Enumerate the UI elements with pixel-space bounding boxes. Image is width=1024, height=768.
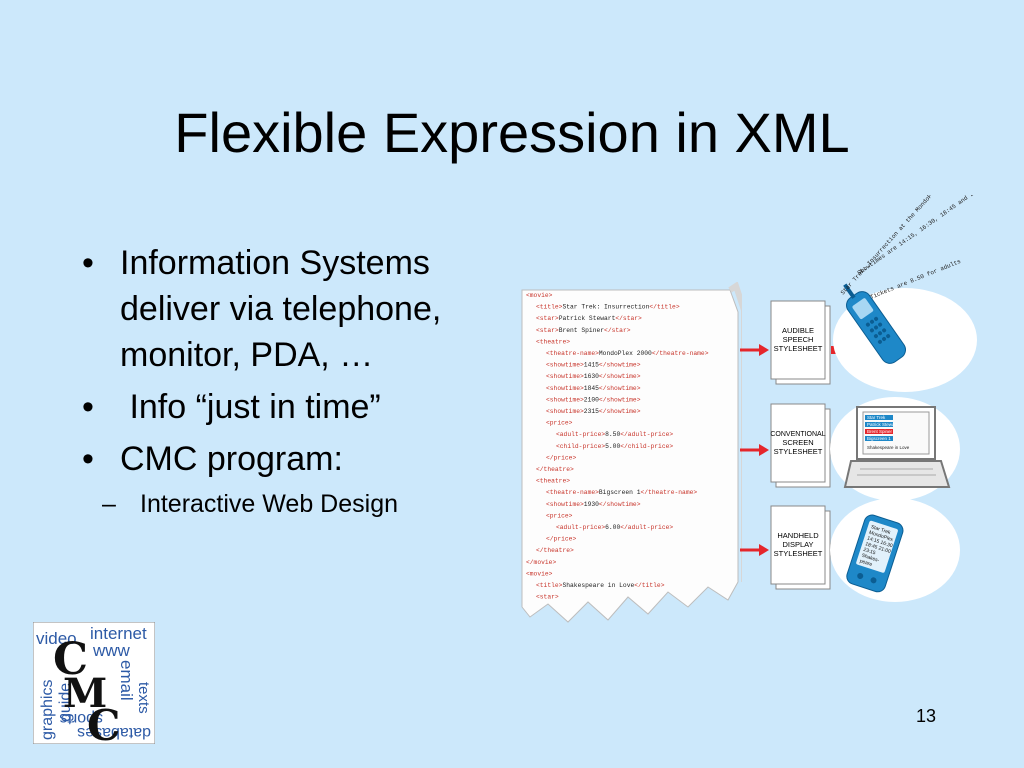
laptop-icon: Star Trek Patrick Stewart Brent Spiner B…: [843, 406, 951, 488]
pda-icon: Star Trek MondoPlex 14:15 16:30 18:45 21…: [846, 514, 904, 593]
xml-line: <theatre-name>MondoPlex 2000</theatre-na…: [546, 350, 709, 357]
stylesheet-label: STYLESHEET: [774, 549, 823, 558]
xml-line: <showtime>2315</showtime>: [546, 408, 641, 415]
logo-word: graphics: [39, 680, 56, 740]
phone-icon: [843, 283, 907, 364]
xml-line: <star>Brent Spiner</star>: [536, 327, 631, 334]
bullet-text: Information Systems deliver via telephon…: [120, 244, 442, 374]
page-number: 13: [916, 706, 937, 726]
arrow-to-handheld: [740, 544, 769, 556]
bullet-text: Info “just in time”: [120, 388, 381, 426]
stylesheet-label: HANDHELD: [777, 531, 819, 540]
document-shadow: [728, 282, 742, 582]
xml-line: <child-price>5.00</child-price>: [556, 443, 673, 450]
pda-screen-text: Shakes-: [861, 553, 881, 564]
bullet-text: CMC program:: [120, 440, 343, 478]
arrow-to-speech: [740, 344, 769, 356]
xml-line: <showtime>1630</showtime>: [546, 373, 641, 380]
stylesheet-label: CONVENTIONAL: [770, 431, 825, 438]
xml-line: </price>: [546, 454, 576, 461]
screen-stylesheet: CONVENTIONAL SCREEN STYLESHEET: [770, 403, 831, 488]
dash-icon: –: [102, 490, 116, 518]
xml-line: <star>: [536, 594, 559, 601]
xml-line: <price>: [546, 420, 573, 427]
phone-signal-text: Star Trek: Insurrection at the MondoPlex…: [839, 195, 987, 301]
sub-bullet-item: – Interactive Web Design: [82, 488, 522, 520]
xml-line: <price>: [546, 512, 573, 519]
xml-line: <movie>: [526, 570, 553, 577]
arrow-to-screen: [740, 444, 769, 456]
stylesheet-label: AUDIBLE: [782, 326, 814, 335]
bullet-list: • Information Systems deliver via teleph…: [82, 240, 522, 520]
pda-screen-text: peare: [859, 558, 873, 568]
bullet-dot-icon: •: [82, 440, 94, 478]
bullet-item: • CMC program:: [82, 436, 522, 482]
laptop-screen-text: Star Trek: [867, 415, 886, 420]
logo-word: video: [36, 629, 77, 648]
xml-line: </theatre>: [536, 466, 574, 473]
bullet-dot-icon: •: [82, 388, 94, 426]
laptop-screen-text: Bigscreen 1: [867, 436, 891, 441]
xml-line: <showtime>2100</showtime>: [546, 396, 641, 403]
laptop-screen-text: Patrick Stewart: [867, 422, 898, 427]
logo-letter-m: M: [63, 670, 107, 717]
xml-lines: <movie> <title>Star Trek: Insurrection</t…: [526, 292, 709, 601]
xml-line: <showtime>1930</showtime>: [546, 501, 641, 508]
laptop-screen-text: Shakespeare in Love: [867, 445, 910, 450]
logo-word: internet: [90, 624, 147, 643]
logo-letter-c: C: [53, 634, 88, 685]
stylesheet-label: STYLESHEET: [774, 447, 823, 456]
xml-line: </theatre>: [536, 547, 574, 554]
logo-word: databases: [77, 724, 151, 741]
logo-letter-c2: C: [87, 701, 120, 744]
logo-word: guide: [57, 683, 74, 722]
xml-document: <movie> <title>Star Trek: Insurrection</t…: [521, 282, 742, 623]
speech-stylesheet: AUDIBLE SPEECH STYLESHEET: [770, 300, 831, 385]
handheld-stylesheet: HANDHELD DISPLAY STYLESHEET: [770, 505, 831, 590]
laptop-screen-text: Brent Spiner: [867, 429, 893, 434]
logo-word: sports: [59, 710, 103, 727]
document-page: [521, 289, 739, 623]
xml-line: <theatre>: [536, 338, 570, 345]
bullet-dot-icon: •: [82, 244, 94, 282]
stylesheet-label: SPEECH: [783, 335, 814, 344]
xml-line: <theatre>: [536, 478, 570, 485]
xml-line: <adult-price>8.50</adult-price>: [556, 431, 673, 438]
xml-line: <theatre-name>Bigscreen 1</theatre-name>: [546, 489, 697, 496]
logo-word: email: [117, 660, 136, 701]
xml-line: </movie>: [526, 559, 556, 566]
stylesheet-label: STYLESHEET: [774, 344, 823, 353]
xml-line: <adult-price>6.00</adult-price>: [556, 524, 673, 531]
xml-line: <star>Patrick Stewart</star>: [536, 315, 642, 322]
xml-line: <title>Shakespeare in Love</title>: [536, 582, 665, 589]
pda-screen-text: 23:15: [863, 547, 877, 557]
bullet-item: • Info “just in time”: [82, 384, 522, 430]
xml-line: </price>: [546, 536, 576, 543]
xml-line: <showtime>1845</showtime>: [546, 385, 641, 392]
xml-line: <title>Star Trek: Insurrection</title>: [536, 304, 680, 311]
logo-word: www: [92, 641, 131, 660]
cmc-logo: video internet www email texts graphics …: [33, 622, 155, 744]
logo-word: texts: [135, 682, 152, 714]
stylesheet-label: DISPLAY: [782, 540, 813, 549]
diagram: AUDIBLE SPEECH STYLESHEET CONVENTIONAL S…: [740, 195, 987, 602]
stylesheet-label: SCREEN: [782, 438, 813, 447]
xml-line: <movie>: [526, 292, 553, 299]
slide-title: Flexible Expression in XML: [174, 101, 850, 164]
sub-bullet-text: Interactive Web Design: [140, 490, 398, 518]
xml-line: <showtime>1415</showtime>: [546, 362, 641, 369]
bullet-item: • Information Systems deliver via teleph…: [82, 240, 522, 378]
